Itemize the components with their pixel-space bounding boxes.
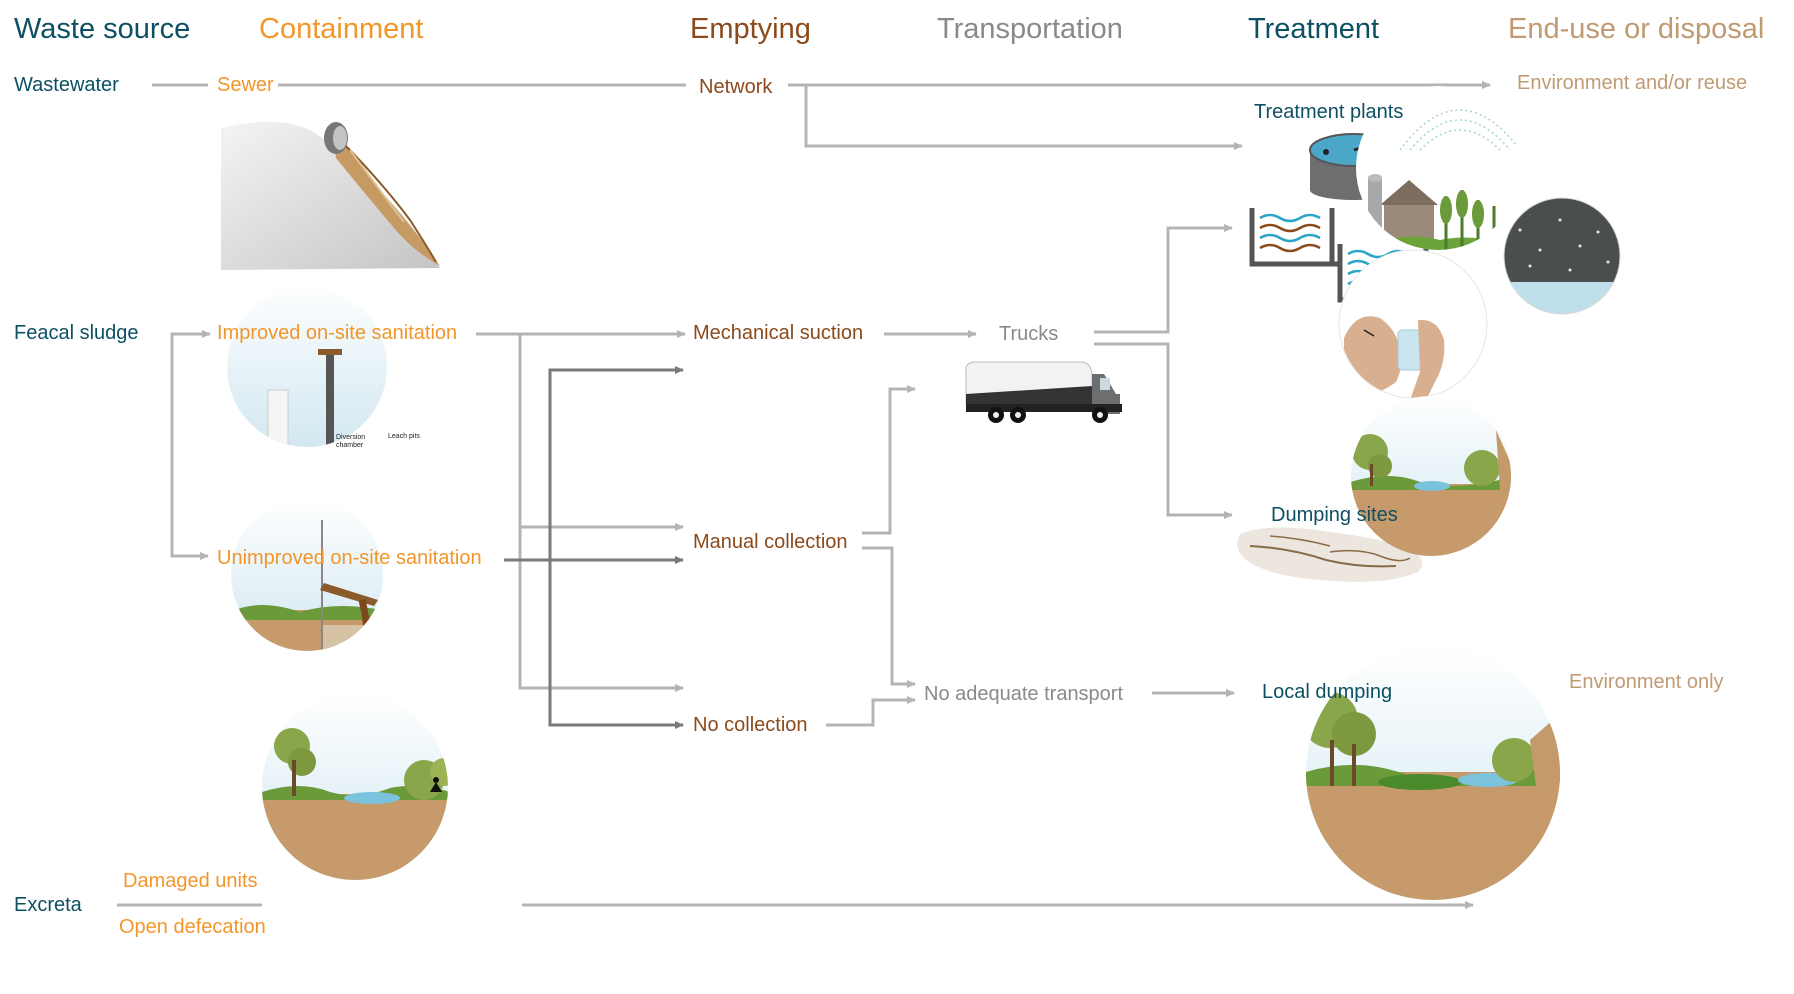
header-transportation: Transportation: [937, 13, 1123, 45]
label-mechanical-suction: Mechanical suction: [693, 322, 864, 344]
label-manual-collection: Manual collection: [693, 531, 848, 553]
label-local-dumping: Local dumping: [1262, 681, 1393, 703]
arrow-network-treatment: [804, 85, 1243, 150]
label-damaged-units: Damaged units: [123, 870, 258, 892]
label-no-adequate-transport: No adequate transport: [924, 683, 1124, 705]
label-excreta: Excreta: [14, 894, 82, 916]
truck-icon: [965, 361, 1122, 423]
arrow-feacal-improved: [170, 332, 209, 560]
label-improved: Improved on-site sanitation: [217, 322, 458, 344]
label-network: Network: [699, 76, 773, 98]
pit-latrine-icon: [227, 287, 387, 447]
dumping-site-icon: [1237, 527, 1423, 582]
arrow-improved-nocollection: [518, 527, 684, 692]
label-unimproved: Unimproved on-site sanitation: [217, 547, 482, 569]
header-treatment: Treatment: [1248, 13, 1380, 45]
arrow-manual-trucks: [862, 385, 916, 535]
arrow-trucks-dumping: [1094, 342, 1233, 519]
sewer-pipe-icon: [221, 121, 440, 271]
drinking-water-icon: [1338, 249, 1488, 399]
arrow-unimproved-nocollection: [548, 560, 684, 729]
label-no-collection: No collection: [693, 714, 808, 736]
label-sewer: Sewer: [217, 74, 274, 96]
arrow-improved-manual: [518, 334, 684, 531]
label-leach-pits: Leach pits: [388, 433, 420, 440]
label-trucks: Trucks: [999, 323, 1059, 345]
header-emptying: Emptying: [690, 13, 811, 45]
label-diversion-chamber: Diversion chamber: [336, 434, 366, 449]
label-treatment-plants: Treatment plants: [1254, 101, 1404, 123]
open-pit-icon: [231, 499, 383, 651]
header-containment: Containment: [259, 13, 424, 45]
label-environment-only: Environment only: [1569, 671, 1724, 693]
header-end-use: End-use or disposal: [1508, 13, 1765, 45]
header-waste-source: Waste source: [14, 13, 191, 45]
soil-layer-icon: [1503, 197, 1621, 315]
label-feacal-sludge: Feacal sludge: [14, 322, 139, 344]
arrow-unimproved-mechanical: [548, 366, 684, 560]
label-wastewater: Wastewater: [14, 74, 119, 96]
label-environment-reuse: Environment and/or reuse: [1517, 72, 1748, 94]
arrow-trucks-ponds: [1094, 224, 1233, 334]
arrow-nocollection-noadequate: [826, 696, 916, 727]
dark-flow-lines: [504, 366, 684, 729]
label-open-defecation: Open defecation: [119, 916, 266, 938]
arrow-manual-noadequate: [862, 546, 916, 688]
open-defecation-landscape-icon: [262, 694, 448, 880]
landscape-icon: [1351, 396, 1511, 556]
label-dumping-sites: Dumping sites: [1271, 504, 1398, 526]
